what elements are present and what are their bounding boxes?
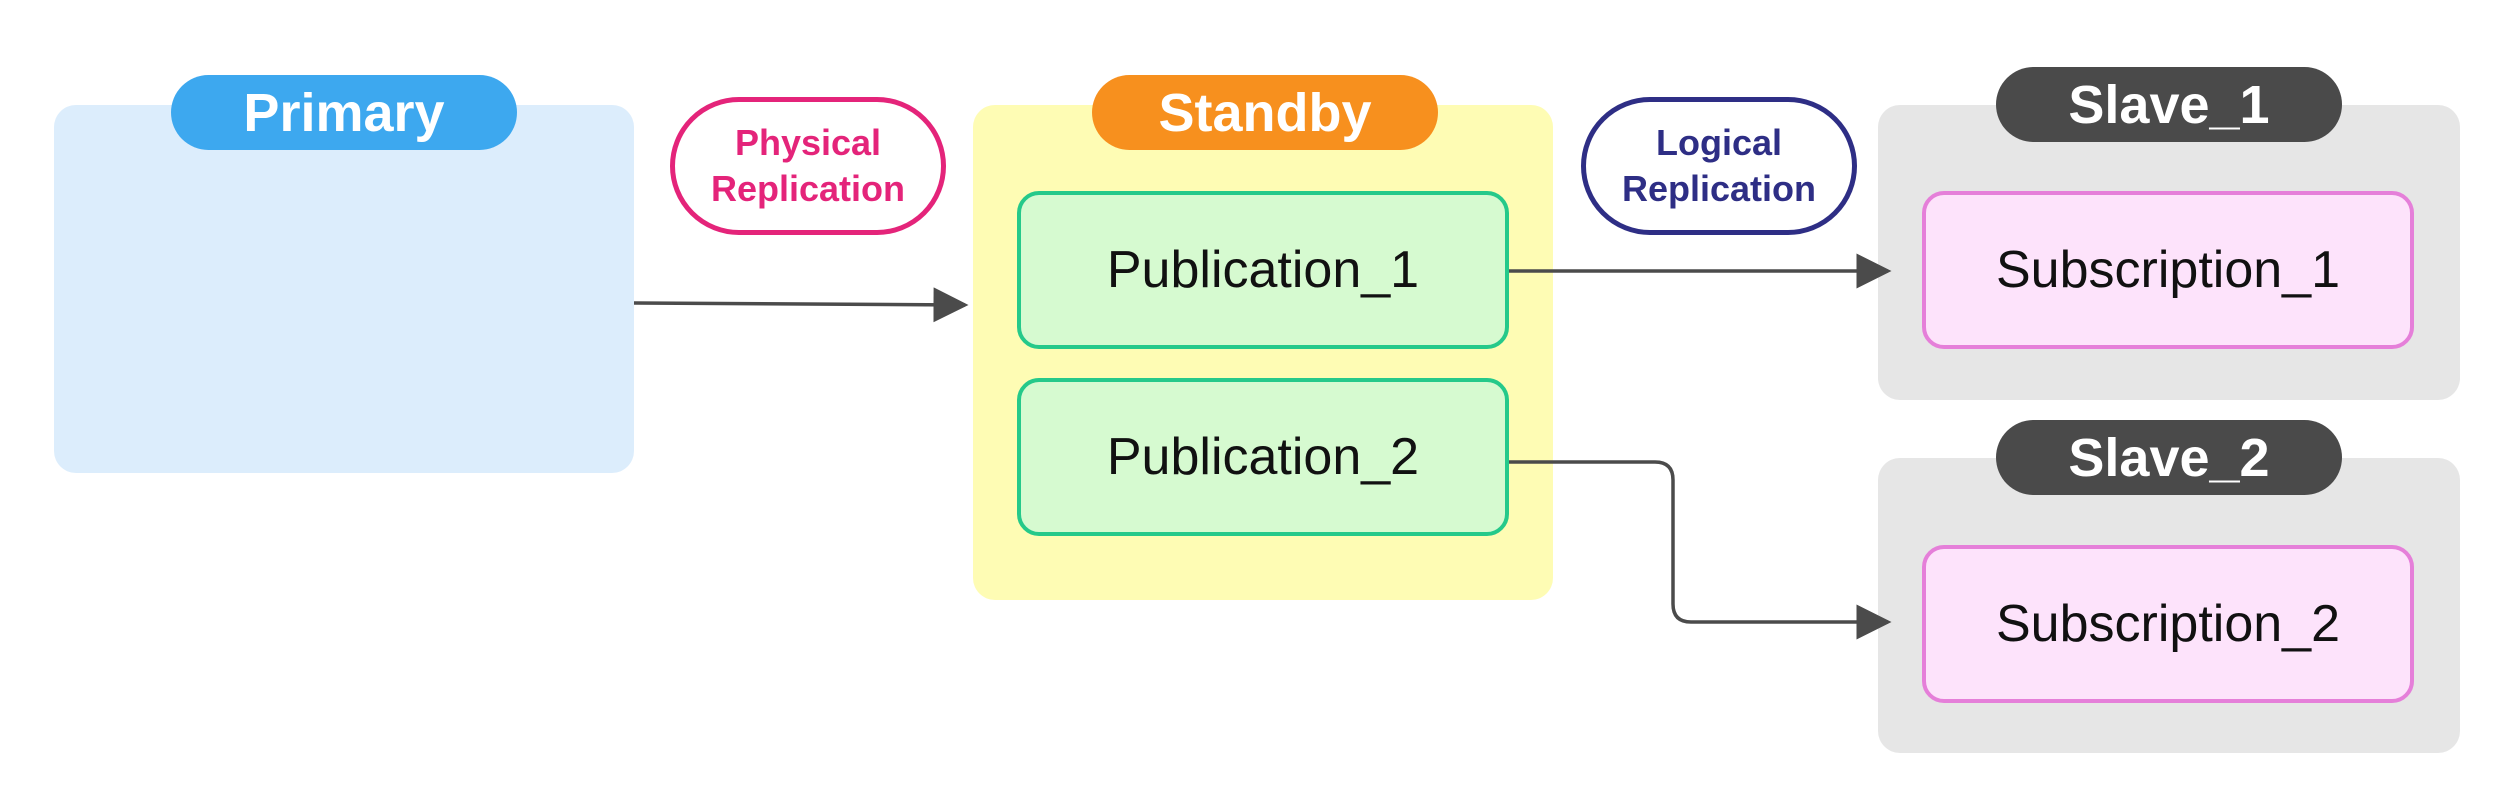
edge-primary-to-standby bbox=[633, 287, 969, 323]
slave-1-label: Slave_1 bbox=[1996, 67, 2342, 142]
logical-replication-label: Logical Replication bbox=[1581, 97, 1857, 235]
subscription-2-box: Subscription_2 bbox=[1922, 545, 2414, 703]
edge-publication-2-to-subscription-2 bbox=[1509, 460, 1892, 640]
slave-2-label: Slave_2 bbox=[1996, 420, 2342, 495]
physical-line-1: Physical bbox=[734, 122, 882, 163]
standby-label: Standby bbox=[1092, 75, 1438, 150]
publication-2-box: Publication_2 bbox=[1017, 378, 1509, 536]
publication-1-box: Publication_1 bbox=[1017, 191, 1509, 349]
physical-replication-label: Physical Replication bbox=[670, 97, 946, 235]
subscription-1-box: Subscription_1 bbox=[1922, 191, 2414, 349]
primary-label: Primary bbox=[171, 75, 517, 150]
logical-line-1: Logical bbox=[1655, 122, 1783, 163]
primary-group bbox=[54, 105, 634, 473]
logical-line-2: Replication bbox=[1621, 168, 1817, 209]
physical-line-2: Replication bbox=[710, 168, 906, 209]
